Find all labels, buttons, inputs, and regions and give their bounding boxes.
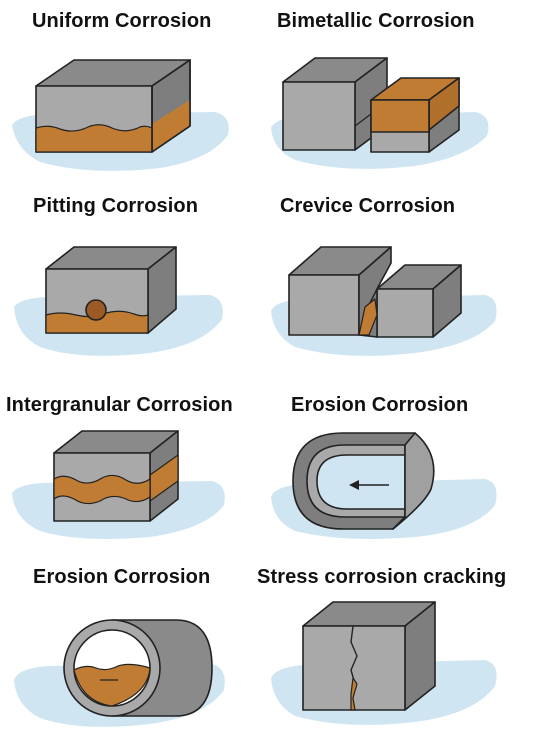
- title-uniform-corrosion: Uniform Corrosion: [32, 10, 212, 32]
- title-bimetallic-corrosion: Bimetallic Corrosion: [277, 10, 475, 32]
- title-intergranular-corrosion: Intergranular Corrosion: [6, 394, 233, 416]
- intergranular-corrosion-illustration: [12, 430, 225, 539]
- title-stress-corrosion-cracking: Stress corrosion cracking: [257, 566, 507, 588]
- title-crevice-corrosion: Crevice Corrosion: [280, 195, 456, 217]
- crevice-corrosion-illustration: [271, 246, 497, 356]
- uniform-corrosion-illustration: [12, 59, 229, 171]
- erosion-corrosion-bend-illustration: [271, 432, 497, 539]
- title-erosion-corrosion-pipe: Erosion Corrosion: [33, 566, 211, 588]
- pitting-corrosion-illustration: [14, 246, 223, 356]
- stress-corrosion-cracking-illustration: [271, 601, 497, 725]
- erosion-corrosion-pipe-illustration: [14, 619, 225, 727]
- title-pitting-corrosion: Pitting Corrosion: [33, 195, 199, 217]
- pit: [85, 299, 107, 321]
- bimetallic-corrosion-illustration: [271, 57, 489, 169]
- title-erosion-corrosion-bend: Erosion Corrosion: [291, 394, 469, 416]
- flow-arrow-icon: [349, 480, 389, 490]
